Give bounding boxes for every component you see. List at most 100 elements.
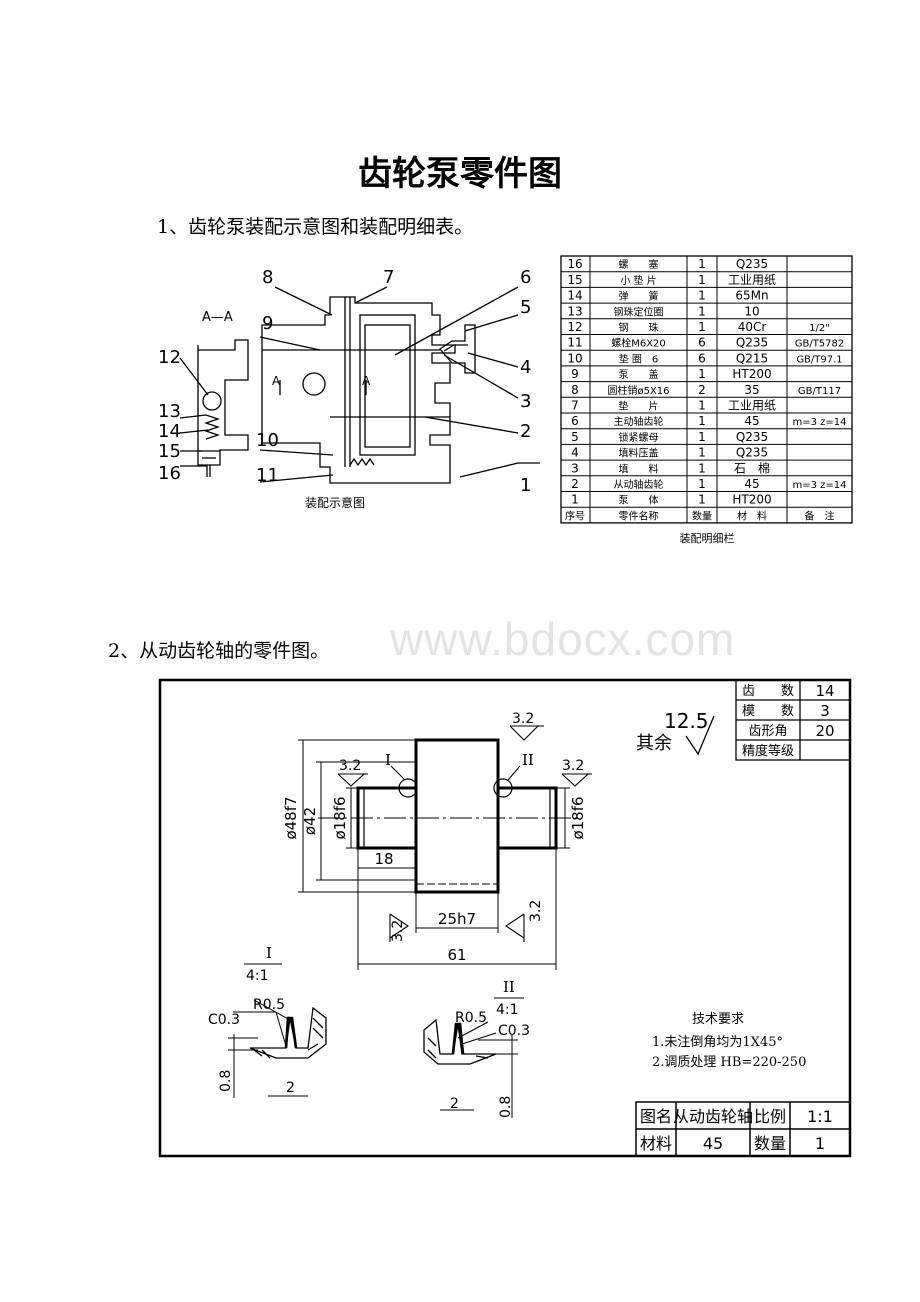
assembly-diagram: A—A A A 1 2 3 4 5 6 7 8 9 10 11 12 13 14… [158,267,540,510]
bom-cell: 6 [571,414,579,428]
tech-req-item: 1.未注倒角均为1X45° [652,1035,783,1050]
bom-cell: 泵 盖 [619,368,659,381]
bom-header-cell: 数量 [692,509,712,522]
section-1-heading: 1、齿轮泵装配示意图和装配明细表。 [157,216,474,238]
bom-cell: 15 [567,273,582,287]
roughness-mark-icon [505,913,525,942]
bom-cell: 10 [567,351,582,365]
bom-header-cell: 备 注 [805,509,835,522]
bom-cell: 圆柱销ø5X16 [607,384,669,397]
title-block-scale-value: 1:1 [807,1107,833,1126]
title-block-qty-label: 数量 [754,1134,786,1153]
bom-cell: 2 [698,383,706,397]
roughness-value: 3.2 [528,900,544,922]
detail-i-scale: 4:1 [246,968,269,984]
bom-cell: 螺 塞 [619,258,659,271]
bom-cell: 8 [571,383,579,397]
bom-cell: 工业用纸 [728,399,776,413]
detail-marker-i: I [385,751,391,769]
detail-i-depth: 0.8 [218,1070,234,1092]
bom-cell: 1 [698,273,706,287]
bom-caption: 装配明细栏 [680,531,735,545]
gear-param-label: 齿形角 [748,724,787,739]
roughness-value: 3.2 [339,758,361,774]
detail-marker-ii: II [522,751,534,769]
dim-width-25h7: 25h7 [438,910,476,928]
bom-cell: 5 [571,430,579,444]
bom-cell: 1 [698,461,706,475]
bom-cell: m=3 z=14 [792,480,846,491]
page-title: 齿轮泵零件图 [358,154,562,194]
roughness-mark-icon [337,773,368,787]
bom-cell: 填 料 [619,462,659,475]
bom-cell: 12 [567,320,582,334]
bom-cell: Q235 [736,430,768,444]
bom-cell: 1 [698,446,706,460]
roughness-symbol-icon [685,715,715,756]
dim-length-61: 61 [447,946,466,964]
title-block-material-label: 材料 [640,1134,672,1153]
callout-13: 13 [158,401,181,422]
bom-cell: 泵 体 [619,495,659,507]
bom-cell: 垫 片 [619,400,659,413]
roughness-mark-icon [389,913,409,942]
callout-16: 16 [158,463,181,484]
dim-d18f6-right: ø18f6 [569,796,587,839]
bom-cell: 螺栓M6X20 [611,337,666,350]
callout-15: 15 [158,441,181,462]
callout-12: 12 [158,347,181,368]
detail-ii-chamfer: C0.3 [498,1023,530,1039]
bom-cell: 1 [698,367,706,381]
watermark: www.bdocx.com [390,613,736,665]
drawing-frame [158,678,852,1158]
bom-cell: 2 [571,477,579,491]
assembly-caption: 装配示意图 [305,495,365,510]
callout-4: 4 [520,357,531,378]
detail-i-mark: I [266,944,272,962]
part-drawing: 齿 数 14 模 数 3 齿形角 20 精度等级 其余 12.5 I II [158,678,852,1158]
bom-cell: 钢 珠 [619,321,659,334]
bom-cell: 1 [571,493,579,507]
bom-cell: HT200 [732,367,771,381]
bom-cell: 40Cr [738,320,767,334]
tech-req-title: 技术要求 [692,1012,744,1027]
bom-cell: 1 [698,493,706,507]
detail-ii-width: 2 [450,1096,459,1112]
roughness-value: 3.2 [390,920,406,942]
bom-cell: 3 [571,461,579,475]
bom-cell: 1 [698,289,706,303]
detail-i-chamfer: C0.3 [208,1012,240,1028]
bom-cell: 1/2" [809,323,830,334]
bom-cell: GB/T117 [798,386,841,397]
bom-cell: 小 垫 片 [620,274,656,287]
roughness-value: 3.2 [562,758,584,774]
view-label: A—A [202,310,233,325]
detail-ii-depth: 0.8 [498,1096,514,1118]
bom-cell: 1 [698,430,706,444]
bom-cell: 钢珠定位圈 [614,305,664,318]
bom-cell: Q235 [736,446,768,460]
section-mark-a: A [362,374,371,388]
roughness-mark-icon [561,773,592,787]
bom-cell: 16 [567,257,582,271]
callout-6: 6 [520,267,531,288]
callout-7: 7 [383,267,394,288]
bom-cell: GB/T5782 [795,339,845,350]
detail-ii-scale: 4:1 [496,1002,519,1018]
bom-cell: 1 [698,477,706,491]
bom-cell: 从动轴齿轮 [614,478,664,491]
bom-cell: GB/T97.1 [796,354,842,365]
bom-cell: 1 [698,257,706,271]
callout-11: 11 [256,465,279,486]
gear-param-label: 齿 数 [742,684,794,699]
bom-cell: 9 [571,367,579,381]
title-block-scale-label: 比例 [754,1107,786,1126]
gear-param-label: 模 数 [742,704,794,719]
bom-cell: Q235 [736,336,768,350]
gear-param-value: 20 [815,722,834,740]
detail-ii-radius: R0.5 [455,1010,487,1026]
dim-d42: ø42 [301,807,319,835]
bom-cell: Q235 [736,257,768,271]
bom-cell: 45 [744,414,759,428]
bom-header-cell: 序号 [565,509,585,522]
